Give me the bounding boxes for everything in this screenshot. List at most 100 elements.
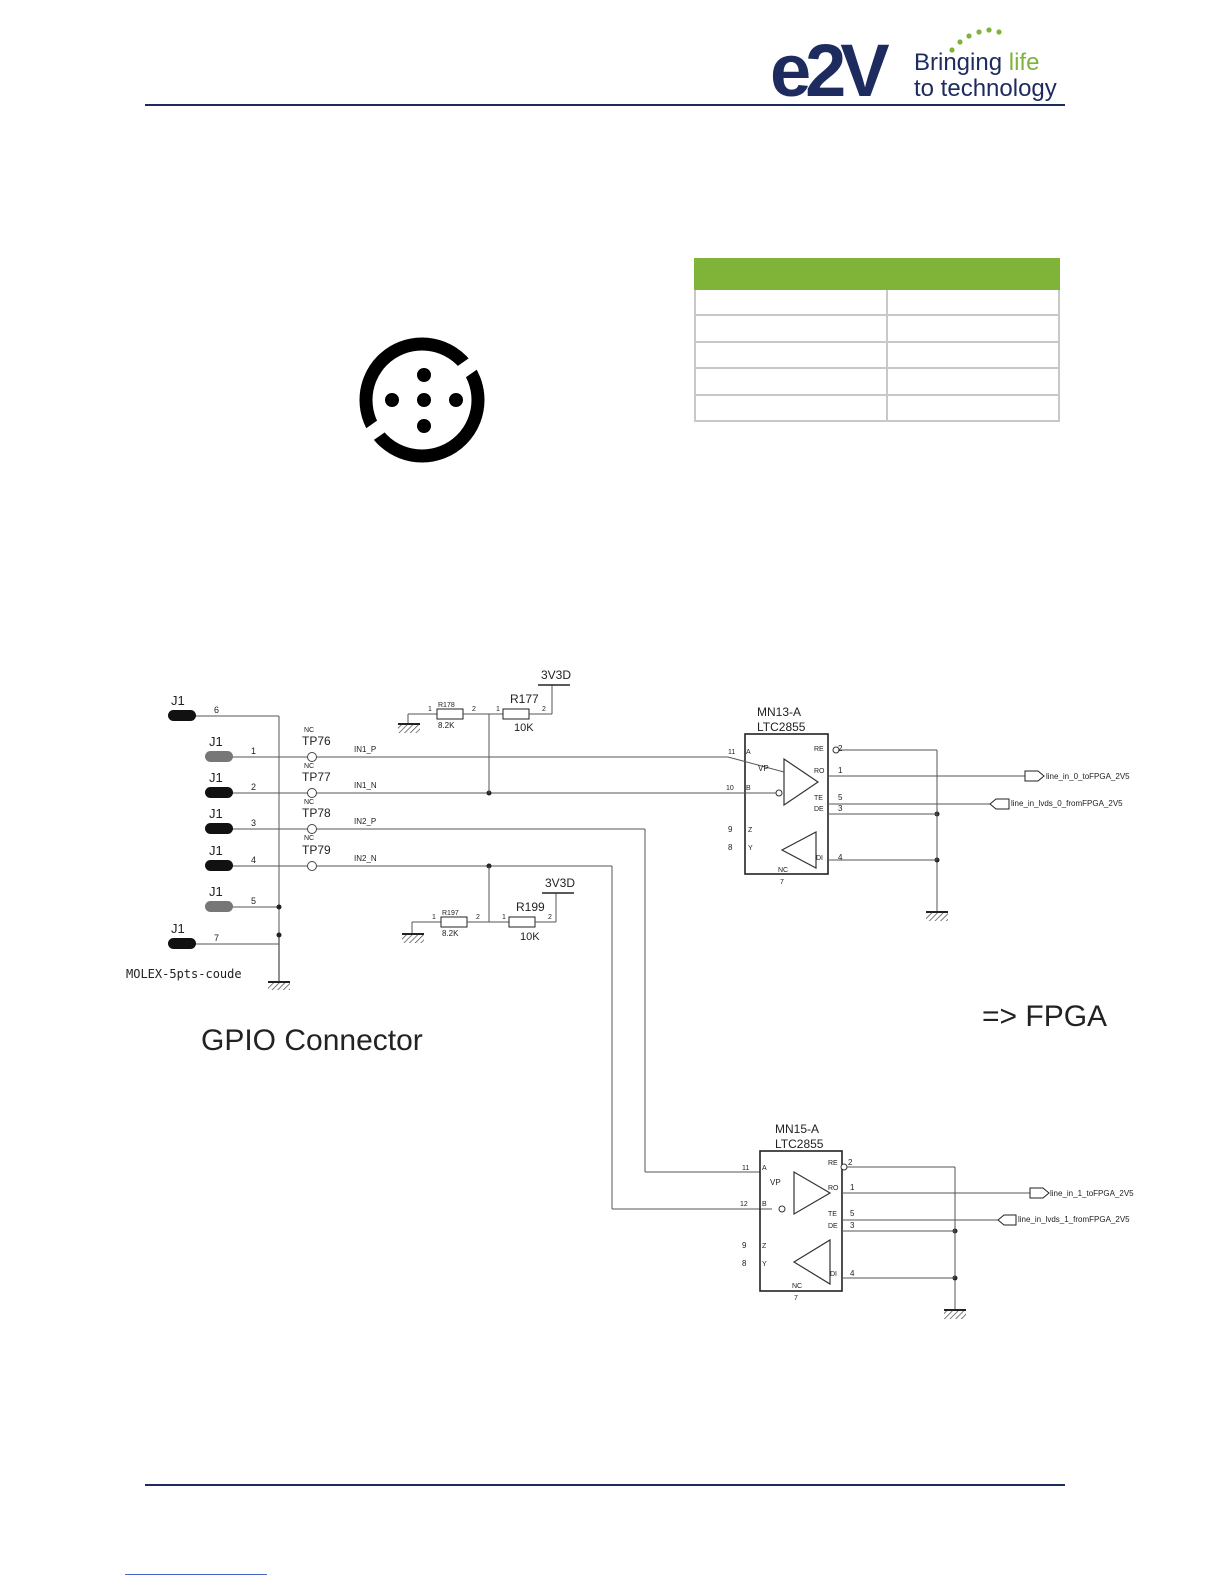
resistor-ref: R178 (438, 702, 455, 709)
ic-pin-number: 7 (794, 1295, 798, 1302)
logo-tagline-line1: Bringing life (914, 49, 1039, 76)
table-row (694, 287, 1060, 317)
resistor-ref: R197 (442, 910, 459, 917)
resistor-pin: 1 (428, 706, 432, 713)
ic-pin-name: Y (748, 845, 753, 852)
table-cell (694, 287, 888, 317)
pin-number: 2 (251, 782, 256, 792)
ic-pin-name: VP (758, 764, 769, 773)
ic-pin-name: RO (828, 1185, 839, 1192)
test-point-nc: NC (304, 799, 314, 806)
resistor-pin: 1 (502, 914, 506, 921)
table-cell (886, 340, 1060, 370)
port-label: line_in_lvds_0_fromFPGA_2V5 (1011, 799, 1123, 808)
net-label: IN1_N (354, 781, 377, 790)
net-label: IN1_P (354, 745, 376, 754)
connector-ref: J1 (171, 921, 185, 936)
logo-dots (949, 27, 1002, 53)
ic-part-number: LTC2855 (757, 720, 806, 734)
ic-pin-name: Z (748, 827, 753, 834)
resistor-pin: 2 (542, 706, 546, 713)
table-row (694, 340, 1060, 370)
pin-number: 5 (251, 896, 256, 906)
table-header-cell (694, 258, 888, 290)
ic-pin-number: 2 (838, 744, 843, 753)
port-out-line-in-1: line_in_1_toFPGA_2V5 (1029, 1187, 1134, 1199)
ic-pin-name: B (762, 1201, 767, 1208)
ic-pin-number: 8 (728, 843, 733, 852)
ic-pin-number: 5 (850, 1209, 855, 1218)
ic-pin-name: TE (828, 1211, 837, 1218)
ic-pin-name: RO (814, 768, 825, 775)
test-point-ref: TP78 (302, 806, 331, 820)
logo-wordmark: e2V (770, 29, 889, 104)
ic-pin-name: Y (762, 1261, 767, 1268)
table-cell (886, 367, 1060, 396)
port-label: line_in_1_toFPGA_2V5 (1050, 1189, 1134, 1198)
pin-number: 6 (214, 705, 219, 715)
ic-pin-name: NC (778, 867, 788, 874)
ic-pin-number: 3 (838, 804, 843, 813)
gpio-connector-label: GPIO Connector (201, 1024, 423, 1057)
ic-ref: MN13-A (757, 705, 801, 719)
resistor-value: 8.2K (442, 929, 459, 938)
resistor-divider-bottom (411, 866, 574, 928)
connector-ref: J1 (209, 884, 223, 899)
pin-number: 4 (251, 855, 256, 865)
ground-symbol (268, 935, 290, 990)
connector-ref: J1 (209, 806, 223, 821)
resistor-value: 10K (520, 931, 540, 943)
footer-link-underline[interactable] (125, 1574, 267, 1575)
ic-pin-number: 11 (728, 749, 735, 756)
ic-pin-name: DI (830, 1271, 837, 1278)
resistor-pin: 1 (496, 706, 500, 713)
fpga-label: => FPGA (982, 1000, 1108, 1033)
resistor-ref: R199 (516, 900, 545, 914)
ic-pin-number: 12 (740, 1201, 748, 1208)
ic-part-number: LTC2855 (775, 1137, 824, 1151)
ic-pin-number: 1 (850, 1183, 855, 1192)
ic-pin-number: 4 (838, 853, 843, 862)
net-label: IN2_N (354, 854, 377, 863)
round-5-pin-connector-icon (359, 337, 485, 463)
ic-pin-name: Z (762, 1243, 767, 1250)
test-point: NC TP78 IN2_P (302, 799, 376, 834)
ic-pin-name: VP (770, 1178, 781, 1187)
resistor-pin: 2 (548, 914, 552, 921)
ic-pin-name: A (762, 1165, 767, 1172)
ic-pin-name: B (746, 785, 751, 792)
supply-label: 3V3D (541, 668, 571, 682)
resistor-divider-top (407, 684, 570, 793)
resistor-pin: 2 (472, 706, 476, 713)
footer-rule (145, 1484, 1065, 1486)
port-label: line_in_0_toFPGA_2V5 (1046, 772, 1130, 781)
table-row (694, 393, 1060, 423)
test-point: NC TP76 IN1_P (302, 727, 376, 762)
connector-ref: J1 (209, 734, 223, 749)
ground-symbol (398, 718, 420, 733)
ic-pin-number: 4 (850, 1269, 855, 1278)
table-header-row (694, 258, 1060, 290)
connector-j1 (194, 715, 772, 1210)
logo-tagline-accent: life (1009, 49, 1040, 76)
ic-mn13-a: MN13-A LTC2855 11 10 A B VP RE 2 RO 1 TE… (726, 705, 1025, 886)
ic-ref: MN15-A (775, 1122, 819, 1136)
table-row (694, 314, 1060, 343)
port-in-line-in-lvds-0: line_in_lvds_0_fromFPGA_2V5 (989, 798, 1123, 810)
ic-pin-number: 8 (742, 1259, 747, 1268)
ic-pin-name: DE (828, 1223, 838, 1230)
test-point: NC TP79 IN2_N (302, 835, 377, 871)
port-label: line_in_lvds_1_fromFPGA_2V5 (1018, 1215, 1130, 1224)
e2v-logo: e2V Bringing life to technology (770, 27, 1057, 104)
resistor-value: 8.2K (438, 721, 455, 730)
logo-tagline-line2: to technology (914, 75, 1057, 102)
ic-pin-name: RE (828, 1160, 838, 1167)
ic-pin-name: DI (816, 855, 823, 862)
test-point-ref: TP79 (302, 843, 331, 857)
ic-pin-number: 9 (742, 1241, 747, 1250)
table-cell (886, 287, 1060, 317)
ic-pin-name: RE (814, 746, 824, 753)
connector-ref: J1 (209, 770, 223, 785)
ic-pin-name: TE (814, 795, 823, 802)
ic-pin-number: 9 (728, 825, 733, 834)
